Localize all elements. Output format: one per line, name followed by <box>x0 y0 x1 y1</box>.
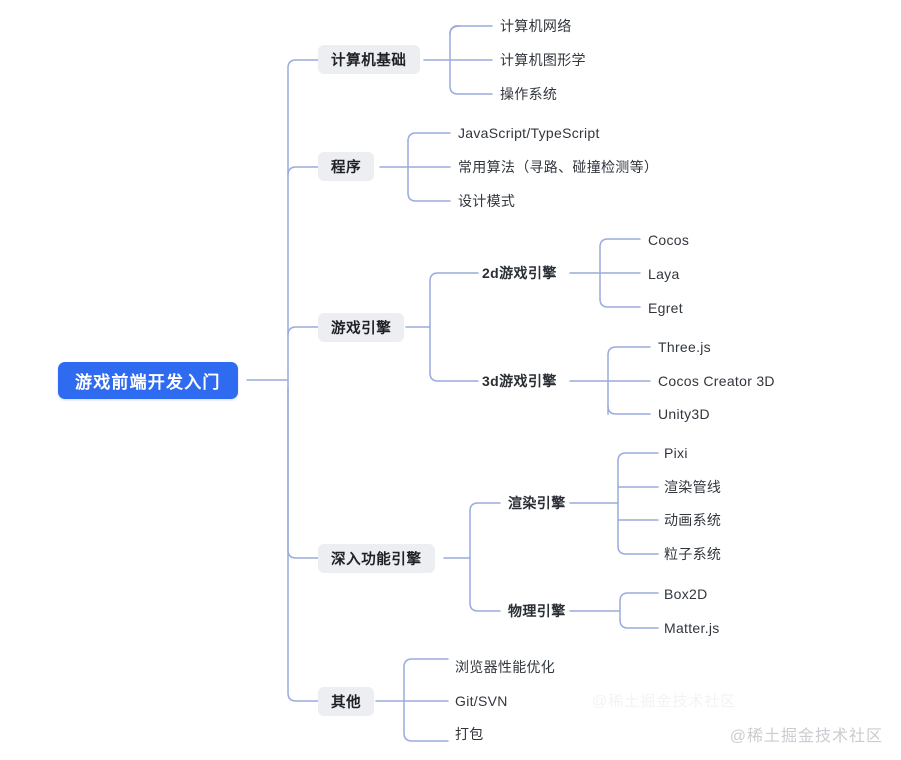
leaf-node-render-pipeline[interactable]: 渲染管线 <box>664 476 721 498</box>
leaf-label: Laya <box>648 266 680 282</box>
edge-3d-three <box>607 346 651 356</box>
leaf-label: Cocos Creator 3D <box>658 373 775 389</box>
branch-label: 深入功能引擎 <box>331 552 422 568</box>
mindmap-root-label: 游戏前端开发入门 <box>75 373 221 392</box>
edge-trunk-b5 <box>287 387 319 702</box>
subbranch-node-2d-game-engine[interactable]: 2d游戏引擎 <box>482 262 557 284</box>
subbranch-label: 渲染引擎 <box>508 495 566 511</box>
edge-trunk-top <box>287 59 319 373</box>
edge-2d-cocos <box>599 238 641 248</box>
leaf-node-pixi[interactable]: Pixi <box>664 442 688 464</box>
leaf-label: Egret <box>648 300 683 316</box>
branch-node-computer-fundamentals[interactable]: 计算机基础 <box>318 45 420 74</box>
leaf-label: Unity3D <box>658 406 710 422</box>
edge-b2-c1-arc <box>407 132 451 142</box>
edge-physics-box2d <box>619 592 659 602</box>
leaf-node-cocos-creator-3d[interactable]: Cocos Creator 3D <box>658 370 775 392</box>
edge-trunk-b4 <box>287 387 319 559</box>
leaf-label: 常用算法（寻路、碰撞检测等） <box>458 159 659 175</box>
leaf-node-animation-system[interactable]: 动画系统 <box>664 509 721 531</box>
branch-node-others[interactable]: 其他 <box>318 687 375 716</box>
leaf-node-egret[interactable]: Egret <box>648 297 683 319</box>
leaf-label: Cocos <box>648 232 690 248</box>
leaf-node-browser-performance[interactable]: 浏览器性能优化 <box>455 656 555 678</box>
edge-render-pixi <box>617 452 659 462</box>
subbranch-label: 2d游戏引擎 <box>482 265 557 281</box>
edge-2d-egret <box>599 298 641 308</box>
edge-b1-c3 <box>449 59 493 95</box>
leaf-label: 打包 <box>455 726 484 742</box>
branch-label: 游戏引擎 <box>331 321 392 337</box>
leaf-node-box2d[interactable]: Box2D <box>664 583 708 605</box>
leaf-label: Three.js <box>658 339 711 355</box>
leaf-label: 设计模式 <box>458 193 516 209</box>
leaf-node-unity3d[interactable]: Unity3D <box>658 403 710 425</box>
subbranch-label: 3d游戏引擎 <box>482 373 557 389</box>
leaf-label: Git/SVN <box>455 693 508 709</box>
leaf-node-operating-system[interactable]: 操作系统 <box>500 83 557 105</box>
branch-label: 计算机基础 <box>331 53 407 69</box>
edge-trunk-b3 <box>287 326 319 336</box>
leaf-node-particle-system[interactable]: 粒子系统 <box>664 543 721 565</box>
edge-b1-c1b <box>455 26 468 52</box>
edge-trunk-b2 <box>287 166 319 176</box>
leaf-label: 动画系统 <box>664 512 722 528</box>
watermark-brand: @稀土掘金技术社区 <box>729 728 883 745</box>
leaf-label: 粒子系统 <box>664 546 722 562</box>
edge-b5-c1 <box>403 658 449 668</box>
branch-node-program[interactable]: 程序 <box>318 152 375 181</box>
edge-b1-c1 <box>449 25 461 53</box>
leaf-label: 计算机图形学 <box>500 52 586 68</box>
leaf-node-git-svn[interactable]: Git/SVN <box>455 690 508 712</box>
edge-render-particle <box>617 545 659 555</box>
edge-b1-c1-arc <box>449 25 493 35</box>
edge-b2-c3-arc <box>407 192 451 202</box>
mindmap-root-node[interactable]: 游戏前端开发入门 <box>58 362 238 399</box>
leaf-node-common-algorithms[interactable]: 常用算法（寻路、碰撞检测等） <box>458 156 658 178</box>
leaf-node-threejs[interactable]: Three.js <box>658 336 711 358</box>
leaf-label: JavaScript/TypeScript <box>458 125 600 141</box>
edge-b5-c3 <box>403 732 449 742</box>
leaf-node-laya[interactable]: Laya <box>648 263 680 285</box>
leaf-node-matterjs[interactable]: Matter.js <box>664 617 720 639</box>
leaf-label: Pixi <box>664 445 688 461</box>
edge-physics-matter <box>619 619 659 629</box>
edge-b4-physics-arc <box>469 602 501 612</box>
leaf-node-computer-network[interactable]: 计算机网络 <box>500 15 572 37</box>
edge-b3-2d-arc <box>429 272 479 282</box>
leaf-label: Matter.js <box>664 620 720 636</box>
leaf-node-computer-graphics[interactable]: 计算机图形学 <box>500 49 586 71</box>
leaf-node-cocos[interactable]: Cocos <box>648 229 689 251</box>
leaf-node-javascript-typescript[interactable]: JavaScript/TypeScript <box>458 122 600 144</box>
edge-b3-3d-arc <box>429 372 479 382</box>
subbranch-node-physics-engine[interactable]: 物理引擎 <box>508 600 566 622</box>
branch-node-game-engine[interactable]: 游戏引擎 <box>318 313 405 342</box>
subbranch-node-render-engine[interactable]: 渲染引擎 <box>508 492 566 514</box>
leaf-node-packaging[interactable]: 打包 <box>455 723 484 745</box>
edge-3d-unity <box>608 414 650 422</box>
edge-b4-render-arc <box>469 502 501 512</box>
branch-label: 程序 <box>331 160 362 176</box>
leaf-label: 渲染管线 <box>664 479 722 495</box>
subbranch-label: 物理引擎 <box>508 603 566 619</box>
leaf-label: Box2D <box>664 586 708 602</box>
leaf-label: 操作系统 <box>500 86 558 102</box>
watermark-ghost: @稀土掘金技术社区 <box>592 693 737 710</box>
branch-node-advanced-engine-features[interactable]: 深入功能引擎 <box>318 544 435 573</box>
leaf-node-design-patterns[interactable]: 设计模式 <box>458 190 515 212</box>
leaf-label: 浏览器性能优化 <box>455 659 556 675</box>
subbranch-node-3d-game-engine[interactable]: 3d游戏引擎 <box>482 370 557 392</box>
edge-3d-unity2 <box>607 405 651 415</box>
leaf-label: 计算机网络 <box>500 18 572 34</box>
branch-label: 其他 <box>331 695 362 711</box>
